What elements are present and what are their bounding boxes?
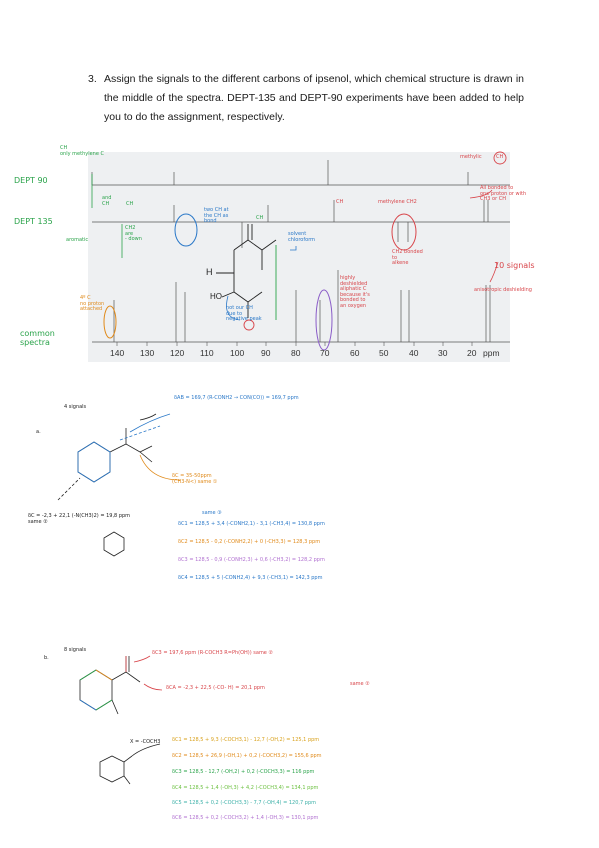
question-block: 3. Assign the signals to the different c… <box>88 70 524 127</box>
problem-b-same2: same ② <box>350 681 370 687</box>
problem-b-line-3: δC3 = 128,5 - 12,7 (-OH,2) + 0,2 (-COCH3… <box>172 769 315 775</box>
axis-tick-label: 90 <box>261 348 271 358</box>
annotation-highly-shielded: highly deshielded aliphatic C because it… <box>340 275 370 309</box>
axis-tick-label: 40 <box>409 348 419 358</box>
dept90-label: DEPT 90 <box>14 176 48 185</box>
problem-b-signals: 8 signals <box>64 647 87 653</box>
annotation-methylene-ch2: methylene CH2 <box>378 199 417 205</box>
annotation-ch-methylene: CH only methylene C <box>60 145 104 157</box>
problem-a-line-3: δC3 = 128,5 - 0,9 (-CONH2,3) + 0,6 (-CH3… <box>178 557 325 563</box>
question-text: Assign the signals to the different carb… <box>104 73 524 123</box>
problem-b-line-6: δC6 = 128,5 + 0,2 (-COCH3,2) + 1,4 (-OH,… <box>172 815 319 821</box>
problem-b-label: b. <box>44 655 49 661</box>
problem-a-dc: δC = 35-50ppm (CH3-N<) same ① <box>172 473 218 485</box>
annotation-anisotropic: anisotropic deshielding <box>474 287 532 293</box>
axis-tick-label: 100 <box>230 348 245 358</box>
problem-b-l1: δC3 = 197,6 ppm (R-COCH3 R=Ph(OH)) same … <box>152 650 273 656</box>
structure-ho-label: HO <box>210 292 222 301</box>
problem-a-label: a. <box>36 429 41 435</box>
axis-tick-label: 20 <box>467 348 477 358</box>
annotation-and-ch: and CH <box>102 195 112 207</box>
problem-b-l2: δCA = -2,3 + 22,5 (-CO- H) = 20,1 ppm <box>166 685 265 691</box>
annotation-solvent: solvent chloroform <box>288 231 316 243</box>
dept135-label: DEPT 135 <box>14 217 53 226</box>
problem-b-line-1: δC1 = 128,5 + 9,3 (-COCH3,1) - 12,7 (-OH… <box>172 737 320 743</box>
axis-tick-label: 60 <box>350 348 360 358</box>
problem-a-dc-left: δC = -2,3 + 22,1 (-N(CH3)2) = 19,8 ppm s… <box>28 513 131 525</box>
annotation-ch-top: CH <box>126 201 134 207</box>
common-spectra-label: common spectra <box>20 329 55 347</box>
nmr-spectrum-image <box>88 152 510 362</box>
annotation-all-bonded: All bonded to one proton or with CH3 or … <box>480 185 527 202</box>
axis-tick-label: 120 <box>170 348 185 358</box>
question-number: 3. <box>88 73 97 85</box>
problem-b-line-5: δC5 = 128,5 + 0,2 (-COCH3,3) - 7,7 (-OH,… <box>172 800 316 806</box>
axis-tick-label: 50 <box>379 348 389 358</box>
problem-b-x-label: X = -COCH3 <box>130 739 161 745</box>
annotation-ten-signals: 10 signals <box>494 261 535 270</box>
annotation-ch2-bonded: CH2 bonded to alkene <box>392 249 423 266</box>
problem-b-line-4: δC4 = 128,5 + 1,4 (-OH,3) + 4,2 (-COCH3,… <box>172 785 319 791</box>
axis-tick-label: 140 <box>110 348 125 358</box>
problem-a-line-2: δC2 = 128,5 - 0,2 (-CONH2,2) + 0 (-CH3,3… <box>178 539 321 545</box>
annotation-ch2-down: CH2 are - down <box>125 225 142 242</box>
annotation-two-ch: two CH at the CH as bond <box>204 207 229 224</box>
axis-unit-label: ppm <box>483 348 500 358</box>
annotation-ch-circle: CH <box>496 154 504 160</box>
axis-tick-label: 80 <box>291 348 301 358</box>
annotation-aromatic: aromatic <box>66 237 89 243</box>
annotation-ch-mid: CH <box>336 199 344 205</box>
axis-tick-label: 30 <box>438 348 448 358</box>
problem-b-line-2: δC2 = 128,5 + 26,9 (-OH,1) + 0,2 (-COCH3… <box>172 753 322 759</box>
problem-a-line-4: δC4 = 128,5 + 5 (-CONH2,4) + 9,3 (-CH3,1… <box>178 575 323 581</box>
annotation-methylic: methylic <box>460 154 482 160</box>
annotation-ch-right: CH <box>256 215 264 221</box>
axis-tick-label: 130 <box>140 348 155 358</box>
problem-a-signals: 4 signals <box>64 404 87 410</box>
problem-a-line-1: δC1 = 128,5 + 3,4 (-CONH2,1) - 3,1 (-CH3… <box>178 521 325 527</box>
axis-tick-label: 110 <box>200 348 214 358</box>
axis-tick-label: 70 <box>320 348 330 358</box>
annotation-not-our-ch: not our CH due to negative peak <box>226 305 262 322</box>
problem-a-dab: δAB = 169,7 (R-CONH2 → CON(CO)) = 169,7 … <box>174 395 299 401</box>
structure-h-label: H <box>206 267 213 277</box>
problem-a-same3: same ③ <box>202 510 222 516</box>
annotation-quaternary: 4º C no proton attached <box>80 295 105 312</box>
